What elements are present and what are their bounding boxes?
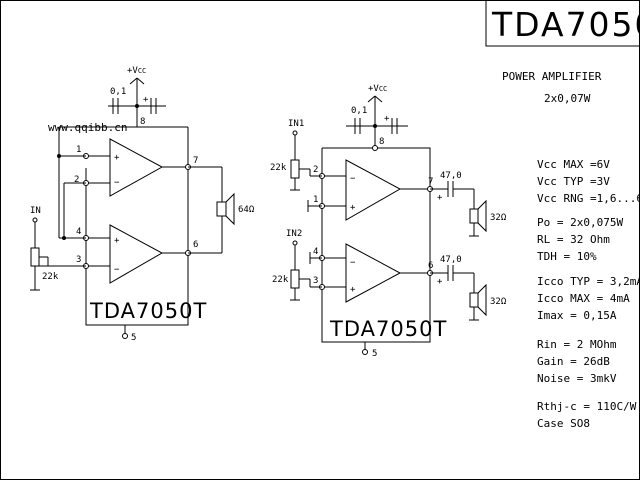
right-pin5-label: 5	[372, 349, 377, 359]
right-chip-body	[321, 147, 431, 343]
title-box	[485, 0, 639, 47]
left-input-pot	[30, 247, 40, 267]
spec-vcc-rng: Vcc RNG =1,6...6V	[537, 192, 640, 205]
svg-text:−: −	[114, 178, 120, 188]
spec-rthj: Rthj-c = 110C/W	[537, 400, 637, 413]
svg-text:+: +	[437, 193, 443, 203]
left-amp-lower	[109, 224, 164, 284]
spec-rin: Rin = 2 MOhm	[537, 338, 617, 351]
right-speaker1-body	[469, 208, 479, 224]
left-cap-value: 0,1	[110, 87, 126, 97]
svg-text:+: +	[350, 285, 356, 295]
page-title: TDA7050T	[491, 5, 640, 44]
left-pin6-label: 6	[193, 240, 198, 250]
left-in-label: IN	[30, 206, 41, 216]
right-cap-out2: 47,0	[440, 255, 462, 265]
right-speaker1-cone	[477, 199, 487, 233]
left-pin3-label: 3	[76, 255, 81, 265]
right-pin6-label: 6	[428, 261, 433, 271]
right-pin1-label: 1	[313, 195, 318, 205]
right-speaker2-label: 32Ω	[490, 297, 507, 307]
right-in1-label: IN1	[288, 119, 304, 129]
spec-list: Vcc MAX =6V Vcc TYP =3V Vcc RNG =1,6...6…	[537, 158, 640, 430]
left-speaker-body	[216, 201, 227, 217]
left-pin7-label: 7	[193, 156, 198, 166]
right-cap-plus: +	[384, 114, 390, 124]
right-supply-label: +VCC	[368, 84, 387, 94]
right-speaker1-label: 32Ω	[490, 213, 507, 223]
right-pot2-label: 22k	[272, 275, 289, 285]
right-in2-label: IN2	[286, 229, 302, 239]
spec-rl: RL = 32 Ohm	[537, 233, 610, 246]
svg-text:−: −	[350, 174, 356, 184]
spec-tdh: TDH = 10%	[537, 250, 597, 263]
left-pin5-label: 5	[131, 333, 136, 343]
right-pin4-label: 4	[313, 247, 318, 257]
svg-text:+: +	[350, 203, 356, 213]
spec-gain: Gain = 26dB	[537, 355, 610, 368]
spec-po: Po = 2x0,075W	[537, 216, 623, 229]
left-speaker-label: 64Ω	[238, 205, 255, 215]
left-pin1-label: 1	[76, 145, 81, 155]
right-cap-out1: 47,0	[440, 171, 462, 181]
spec-icco-max: Icco MAX = 4mA	[537, 292, 630, 305]
right-circuit: TDA7050T +VCC 0,1 + 8 − + 2 1 7 IN1	[270, 84, 507, 359]
right-amp-lower	[345, 243, 402, 303]
left-chip-label: TDA7050T	[89, 299, 207, 323]
left-pin2-label: 2	[74, 175, 79, 185]
right-chip-label: TDA7050T	[329, 317, 447, 341]
header-line2: 2x0,07W	[544, 92, 591, 105]
right-cap-value: 0,1	[351, 106, 367, 116]
left-circuit: TDA7050T +VCC 0,1 + 8 + − 1 2 7	[30, 66, 255, 343]
left-cap-plus: +	[143, 95, 149, 105]
right-input-pot1	[290, 159, 300, 179]
svg-text:+: +	[437, 277, 443, 287]
left-pin4-label: 4	[76, 227, 81, 237]
right-pin7-label: 7	[428, 177, 433, 187]
left-pin8-label: 8	[140, 117, 145, 127]
right-pin8-label: 8	[379, 137, 384, 147]
spec-icco-typ: Icco TYP = 3,2mA	[537, 275, 640, 288]
spec-noise: Noise = 3mkV	[537, 372, 617, 385]
spec-imax: Imax = 0,15A	[537, 309, 617, 322]
right-amp-upper	[345, 159, 402, 221]
left-chip-body	[85, 168, 189, 326]
watermark: www.qqibb.cn	[48, 121, 127, 134]
right-speaker2-cone	[477, 283, 487, 317]
left-supply-label: +VCC	[127, 66, 146, 76]
right-pin2-label: 2	[313, 165, 318, 175]
spec-vcc-typ: Vcc TYP =3V	[537, 175, 610, 188]
svg-text:−: −	[350, 258, 356, 268]
svg-text:−: −	[114, 265, 120, 275]
left-pot-label: 22k	[42, 272, 59, 282]
right-speaker2-body	[469, 292, 479, 308]
right-pot1-label: 22k	[270, 163, 287, 173]
svg-text:+: +	[114, 236, 120, 246]
spec-case: Case SO8	[537, 417, 590, 430]
right-pin3-label: 3	[313, 276, 318, 286]
right-input-pot2	[290, 269, 300, 289]
left-amp-upper	[109, 138, 164, 197]
header-line1: POWER AMPLIFIER	[502, 70, 602, 83]
spec-vcc-max: Vcc MAX =6V	[537, 158, 610, 171]
svg-text:+: +	[114, 153, 120, 163]
left-speaker-cone	[225, 192, 235, 226]
